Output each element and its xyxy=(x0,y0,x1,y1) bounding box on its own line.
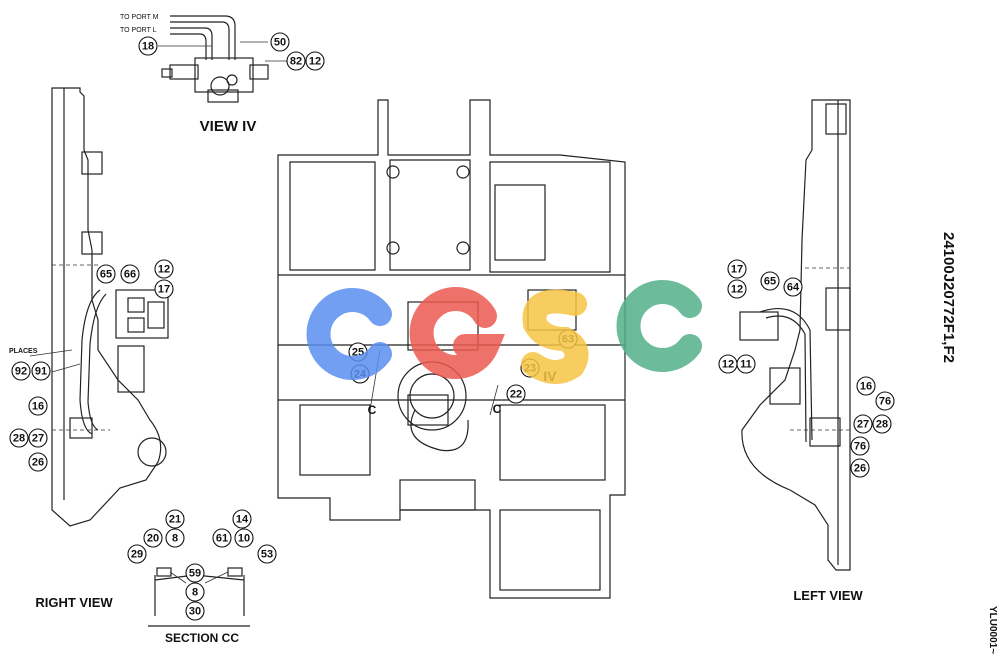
callout-right-view-26: 26 xyxy=(28,452,48,472)
callout-left-view-65: 65 xyxy=(760,271,780,291)
svg-text:8: 8 xyxy=(172,533,178,545)
svg-text:16: 16 xyxy=(860,381,872,393)
watermark-letter-3 xyxy=(521,289,589,384)
svg-text:22: 22 xyxy=(510,389,522,401)
svg-text:10: 10 xyxy=(238,533,250,545)
svg-text:27: 27 xyxy=(32,433,44,445)
view-iv-title: VIEW IV xyxy=(200,118,257,135)
callout-left-view-28: 28 xyxy=(872,414,892,434)
callout-view-iv-18: 18 xyxy=(138,36,158,56)
right-view-drawing: PLACES RIGHT VIEW xyxy=(9,87,169,610)
callout-section-cc-14: 14 xyxy=(232,509,252,529)
section-c-marker-2: C xyxy=(493,402,502,416)
part-number-label: 24100J20772F1,F2 xyxy=(940,232,957,363)
svg-text:21: 21 xyxy=(169,514,181,526)
svg-text:17: 17 xyxy=(158,284,170,296)
svg-text:66: 66 xyxy=(124,269,136,281)
callout-view-iv-82: 82 xyxy=(286,51,306,71)
svg-text:65: 65 xyxy=(764,276,776,288)
callout-section-cc-61: 61 xyxy=(212,528,232,548)
to-port-m-label: TO PORT M xyxy=(120,14,159,21)
svg-text:76: 76 xyxy=(879,396,891,408)
svg-text:82: 82 xyxy=(290,56,302,68)
callout-left-view-27: 27 xyxy=(853,414,873,434)
svg-text:59: 59 xyxy=(189,568,201,580)
callout-section-cc-8: 8 xyxy=(185,582,205,602)
callout-left-view-64: 64 xyxy=(783,277,803,297)
svg-text:11: 11 xyxy=(740,359,752,371)
section-c-marker-1: C xyxy=(368,403,377,417)
callout-section-cc-21: 21 xyxy=(165,509,185,529)
svg-text:12: 12 xyxy=(158,264,170,276)
svg-text:16: 16 xyxy=(32,401,44,413)
callout-left-view-26: 26 xyxy=(850,458,870,478)
svg-text:28: 28 xyxy=(876,419,888,431)
svg-text:65: 65 xyxy=(100,269,112,281)
svg-text:28: 28 xyxy=(13,433,25,445)
svg-text:50: 50 xyxy=(274,37,286,49)
callout-right-view-27: 27 xyxy=(28,428,48,448)
svg-text:91: 91 xyxy=(35,366,47,378)
callout-view-iv-50: 50 xyxy=(270,32,290,52)
svg-text:26: 26 xyxy=(854,463,866,475)
right-view-title: RIGHT VIEW xyxy=(35,595,113,610)
svg-text:18: 18 xyxy=(142,41,154,53)
callout-section-cc-30: 30 xyxy=(185,601,205,621)
callout-right-view-16: 16 xyxy=(28,396,48,416)
svg-text:20: 20 xyxy=(147,533,159,545)
left-view-drawing: LEFT VIEW xyxy=(739,99,863,603)
callout-right-view-66: 66 xyxy=(120,264,140,284)
callout-right-view-17: 17 xyxy=(154,279,174,299)
to-port-l-label: TO PORT L xyxy=(120,27,157,34)
svg-text:27: 27 xyxy=(857,419,869,431)
section-cc-title: SECTION CC xyxy=(165,631,239,645)
sheet-code-label: YLU0001~ xyxy=(987,606,998,654)
svg-text:30: 30 xyxy=(189,606,201,618)
left-view-title: LEFT VIEW xyxy=(793,588,863,603)
watermark-letter-1 xyxy=(306,288,392,380)
svg-text:26: 26 xyxy=(32,457,44,469)
watermark-letter-4 xyxy=(616,280,702,372)
svg-text:53: 53 xyxy=(261,549,273,561)
callout-right-view-12: 12 xyxy=(154,259,174,279)
watermark-letter-2 xyxy=(409,287,505,379)
places-label: PLACES xyxy=(9,348,38,355)
callout-section-cc-53: 53 xyxy=(257,544,277,564)
callout-left-view-76: 76 xyxy=(850,436,870,456)
svg-text:76: 76 xyxy=(854,441,866,453)
view-iv-drawing: TO PORT M TO PORT L VIEW IV xyxy=(120,14,288,135)
callout-left-view-16: 16 xyxy=(856,376,876,396)
svg-text:29: 29 xyxy=(131,549,143,561)
callout-section-cc-20: 20 xyxy=(143,528,163,548)
callout-view-iv-12: 12 xyxy=(305,51,325,71)
svg-text:64: 64 xyxy=(787,282,800,294)
callout-section-cc-29: 29 xyxy=(127,544,147,564)
svg-text:92: 92 xyxy=(15,366,27,378)
svg-text:8: 8 xyxy=(192,587,198,599)
callout-right-view-92: 92 xyxy=(11,361,31,381)
callout-right-view-65: 65 xyxy=(96,264,116,284)
callout-right-view-28: 28 xyxy=(9,428,29,448)
callout-left-view-12: 12 xyxy=(727,279,747,299)
svg-text:61: 61 xyxy=(216,533,228,545)
svg-text:12: 12 xyxy=(722,359,734,371)
callout-left-view-17: 17 xyxy=(727,259,747,279)
callout-left-view-76: 76 xyxy=(875,391,895,411)
callout-section-cc-59: 59 xyxy=(185,563,205,583)
svg-text:14: 14 xyxy=(236,514,249,526)
callout-section-cc-10: 10 xyxy=(234,528,254,548)
callout-left-view-11: 11 xyxy=(736,354,756,374)
watermark-logo xyxy=(306,280,702,384)
svg-text:12: 12 xyxy=(309,56,321,68)
callout-left-view-12: 12 xyxy=(718,354,738,374)
svg-text:17: 17 xyxy=(731,264,743,276)
callout-center-22: 22 xyxy=(506,384,526,404)
svg-text:12: 12 xyxy=(731,284,743,296)
callout-right-view-91: 91 xyxy=(31,361,51,381)
section-cc-drawing: SECTION CC xyxy=(148,567,250,645)
callout-section-cc-8: 8 xyxy=(165,528,185,548)
